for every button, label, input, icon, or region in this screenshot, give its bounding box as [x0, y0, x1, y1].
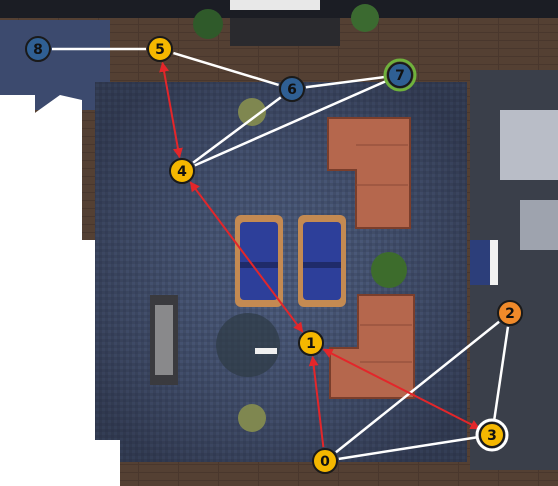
node-6-label: 6	[287, 82, 297, 98]
round-table	[216, 313, 280, 377]
node-0-label: 0	[320, 454, 330, 470]
node-7[interactable]: 7	[385, 60, 415, 90]
node-4[interactable]: 4	[170, 159, 194, 183]
node-3-label: 3	[487, 428, 497, 444]
node-8[interactable]: 8	[26, 37, 50, 61]
node-0[interactable]: 0	[313, 449, 337, 473]
node-3[interactable]: 3	[477, 420, 507, 450]
node-4-label: 4	[177, 164, 187, 180]
node-6[interactable]: 6	[280, 77, 304, 101]
node-8-label: 8	[33, 42, 43, 58]
node-5[interactable]: 5	[148, 37, 172, 61]
node-7-label: 7	[395, 68, 405, 84]
node-5-label: 5	[155, 42, 165, 58]
node-2[interactable]: 2	[498, 301, 522, 325]
node-2-label: 2	[505, 306, 515, 322]
green-chair-bottom	[238, 404, 266, 432]
node-1-label: 1	[306, 336, 316, 352]
node-1[interactable]: 1	[299, 331, 323, 355]
